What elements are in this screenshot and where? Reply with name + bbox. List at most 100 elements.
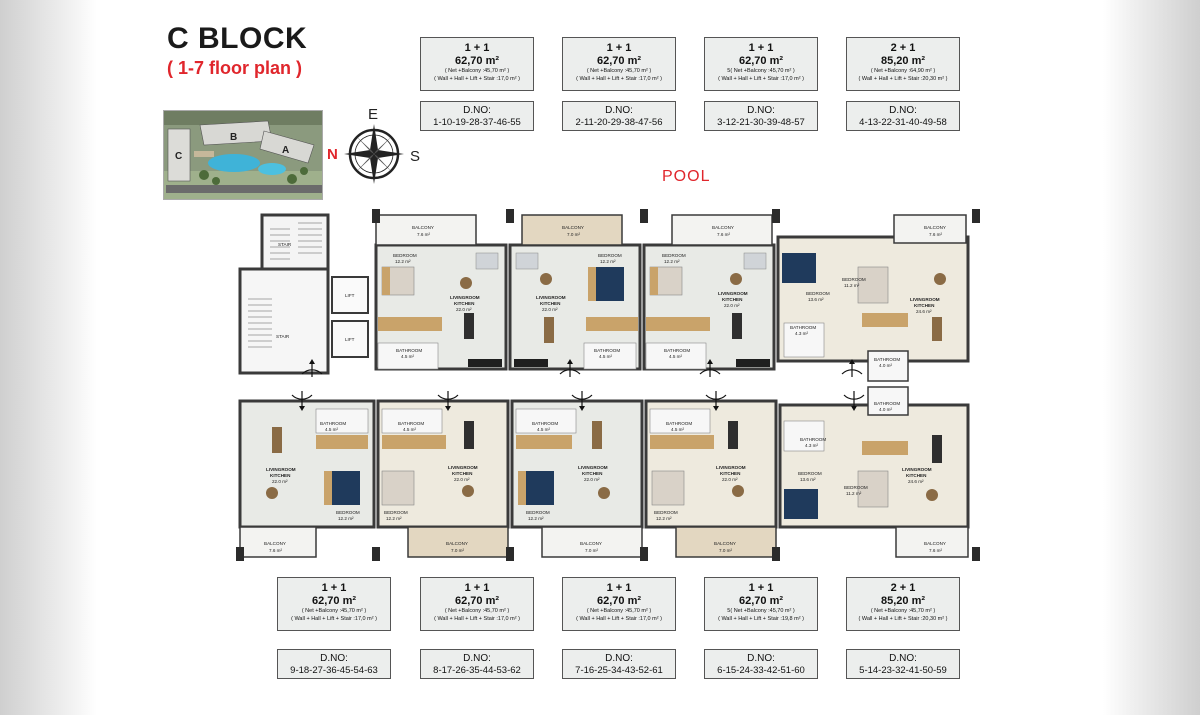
- unit-type: 1 + 1: [464, 42, 490, 54]
- balcony-area: 7.6 m²: [929, 232, 942, 237]
- bathroom-area: 4.5 m²: [401, 354, 414, 359]
- balcony-label: BALCONY: [412, 225, 434, 230]
- door-number-label: D.NO:: [747, 653, 775, 664]
- bedroom-label: BEDROOM: [598, 253, 622, 258]
- compass-north-label: N: [327, 146, 338, 163]
- bathroom-area: 4.5 m²: [403, 427, 416, 432]
- kitchen-label: KITCHEN: [722, 297, 743, 302]
- balcony-area: 7.6 m²: [929, 548, 942, 553]
- unit-area: 85,20 m²: [880, 595, 926, 607]
- bedroom-label: BEDROOM: [662, 253, 686, 258]
- livingroom-label: LIVINGROOM: [716, 465, 746, 470]
- balcony-label: BALCONY: [712, 225, 734, 230]
- unit-type: 2 + 1: [890, 582, 916, 594]
- bathroom-area: 4.0 m²: [879, 363, 892, 368]
- living-area: 22.0 m²: [584, 477, 600, 482]
- livingroom-label: LIVINGROOM: [910, 297, 940, 302]
- livingroom-label: LIVINGROOM: [718, 291, 748, 296]
- kitchen-label: KITCHEN: [454, 301, 475, 306]
- bedroom-area: 12.2 m²: [338, 516, 354, 521]
- unit-area: 62,70 m²: [738, 55, 784, 67]
- door-numbers: 7-16-25-34-43-52-61: [575, 665, 663, 676]
- door-numbers: 4-13-22-31-40-49-58: [859, 117, 947, 128]
- unit-shared-area: ( Wall + Hall + Lift + Stair :17,0 m² ): [434, 76, 520, 82]
- floor-plan-drawing: STAIR STAIR LIFT LIFT BALCONY 7.6 m² BED…: [232, 209, 984, 562]
- bathroom-area: 4.5 m²: [669, 354, 682, 359]
- living-area: 24.6 m²: [916, 309, 932, 314]
- unit-net-area: ( Net +Balcony :45,70 m² ): [301, 608, 367, 614]
- balcony-label: BALCONY: [924, 541, 946, 546]
- living-area: 22.0 m²: [542, 307, 558, 312]
- site-label-b: B: [230, 132, 237, 143]
- stair-label: STAIR: [276, 334, 290, 339]
- bedroom-area: 13.6 m²: [800, 477, 816, 482]
- lift-label: LIFT: [345, 337, 355, 342]
- bathroom-area: 4.5 m²: [671, 427, 684, 432]
- door-numbers: 8-17-26-35-44-53-62: [433, 665, 521, 676]
- bedroom-area: 12.2 m²: [386, 516, 402, 521]
- door-number-label: D.NO:: [605, 653, 633, 664]
- bedroom-area: 13.6 m²: [808, 297, 824, 302]
- stair-label: STAIR: [278, 242, 292, 247]
- unit-type-box: 1 + 1 62,70 m² ( Net +Balcony :45,70 m² …: [420, 577, 534, 631]
- bathroom-area: 4.3 m²: [795, 331, 808, 336]
- balcony-area: 7.6 m²: [417, 232, 430, 237]
- unit-shared-area: ( Wall + Hall + Lift + Stair :17,0 m² ): [434, 616, 520, 622]
- bathroom-label: BATHROOM: [396, 348, 422, 353]
- kitchen-label: KITCHEN: [270, 473, 291, 478]
- bedroom-label: BEDROOM: [654, 510, 678, 515]
- unit-type-box: 1 + 1 62,70 m² 5( Net +Balcony :45,70 m²…: [704, 37, 818, 91]
- living-area: 22.0 m²: [722, 477, 738, 482]
- livingroom-label: LIVINGROOM: [902, 467, 932, 472]
- compass-south-label: S: [410, 148, 421, 165]
- living-area: 22.0 m²: [454, 477, 470, 482]
- bathroom-area: 4.3 m²: [805, 443, 818, 448]
- unit-type-box: 1 + 1 62,70 m² ( Net +Balcony :45,70 m² …: [420, 37, 534, 91]
- block-title: C BLOCK: [167, 22, 308, 55]
- bathroom-area: 4.5 m²: [325, 427, 338, 432]
- balcony-label: BALCONY: [924, 225, 946, 230]
- kitchen-label: KITCHEN: [906, 473, 927, 478]
- door-numbers: 9-18-27-36-45-54-63: [290, 665, 378, 676]
- unit-area: 62,70 m²: [596, 595, 642, 607]
- balcony-area: 7.0 m²: [567, 232, 580, 237]
- livingroom-label: LIVINGROOM: [578, 465, 608, 470]
- compass-icon: [344, 124, 404, 184]
- unit-door-number-box: D.NO: 3-12-21-30-39-48-57: [704, 101, 818, 131]
- living-area: 24.6 m²: [908, 479, 924, 484]
- door-numbers: 3-12-21-30-39-48-57: [717, 117, 805, 128]
- bedroom-area: 11.2 m²: [844, 283, 860, 288]
- kitchen-label: KITCHEN: [582, 471, 603, 476]
- bedroom-label: BEDROOM: [384, 510, 408, 515]
- unit-area: 62,70 m²: [311, 595, 357, 607]
- unit-net-area: ( Net +Balcony :45,70 m² ): [870, 608, 936, 614]
- unit-net-area: ( Net +Balcony :45,70 m² ): [586, 68, 652, 74]
- unit-type: 1 + 1: [606, 42, 632, 54]
- bathroom-label: BATHROOM: [532, 421, 558, 426]
- balcony-area: 7.6 m²: [269, 548, 282, 553]
- door-number-label: D.NO:: [747, 105, 775, 116]
- balcony-area: 7.0 m²: [719, 548, 732, 553]
- bathroom-area: 4.5 m²: [599, 354, 612, 359]
- site-map-image: B A C: [164, 111, 322, 199]
- bedroom-area: 12.2 m²: [656, 516, 672, 521]
- door-number-label: D.NO:: [605, 105, 633, 116]
- bathroom-label: BATHROOM: [874, 401, 900, 406]
- unit-shared-area: ( Wall + Hall + Lift + Stair :17,0 m² ): [718, 76, 804, 82]
- unit-shared-area: ( Wall + Hall + Lift + Stair :17,0 m² ): [291, 616, 377, 622]
- balcony-area: 7.6 m²: [717, 232, 730, 237]
- lift-label: LIFT: [345, 293, 355, 298]
- floor-plan-subtitle: ( 1-7 floor plan ): [167, 58, 302, 78]
- unit-door-number-box: D.NO: 2-11-20-29-38-47-56: [562, 101, 676, 131]
- unit-type-box: 1 + 1 62,70 m² 5( Net +Balcony :45,70 m²…: [704, 577, 818, 631]
- unit-area: 62,70 m²: [738, 595, 784, 607]
- bedroom-label: BEDROOM: [526, 510, 550, 515]
- livingroom-label: LIVINGROOM: [536, 295, 566, 300]
- site-label-a: A: [282, 145, 289, 156]
- balcony-label: BALCONY: [562, 225, 584, 230]
- unit-door-number-box: D.NO: 8-17-26-35-44-53-62: [420, 649, 534, 679]
- unit-type-box: 2 + 1 85,20 m² ( Net +Balcony :45,70 m² …: [846, 577, 960, 631]
- livingroom-label: LIVINGROOM: [448, 465, 478, 470]
- bathroom-label: BATHROOM: [320, 421, 346, 426]
- unit-type: 1 + 1: [748, 582, 774, 594]
